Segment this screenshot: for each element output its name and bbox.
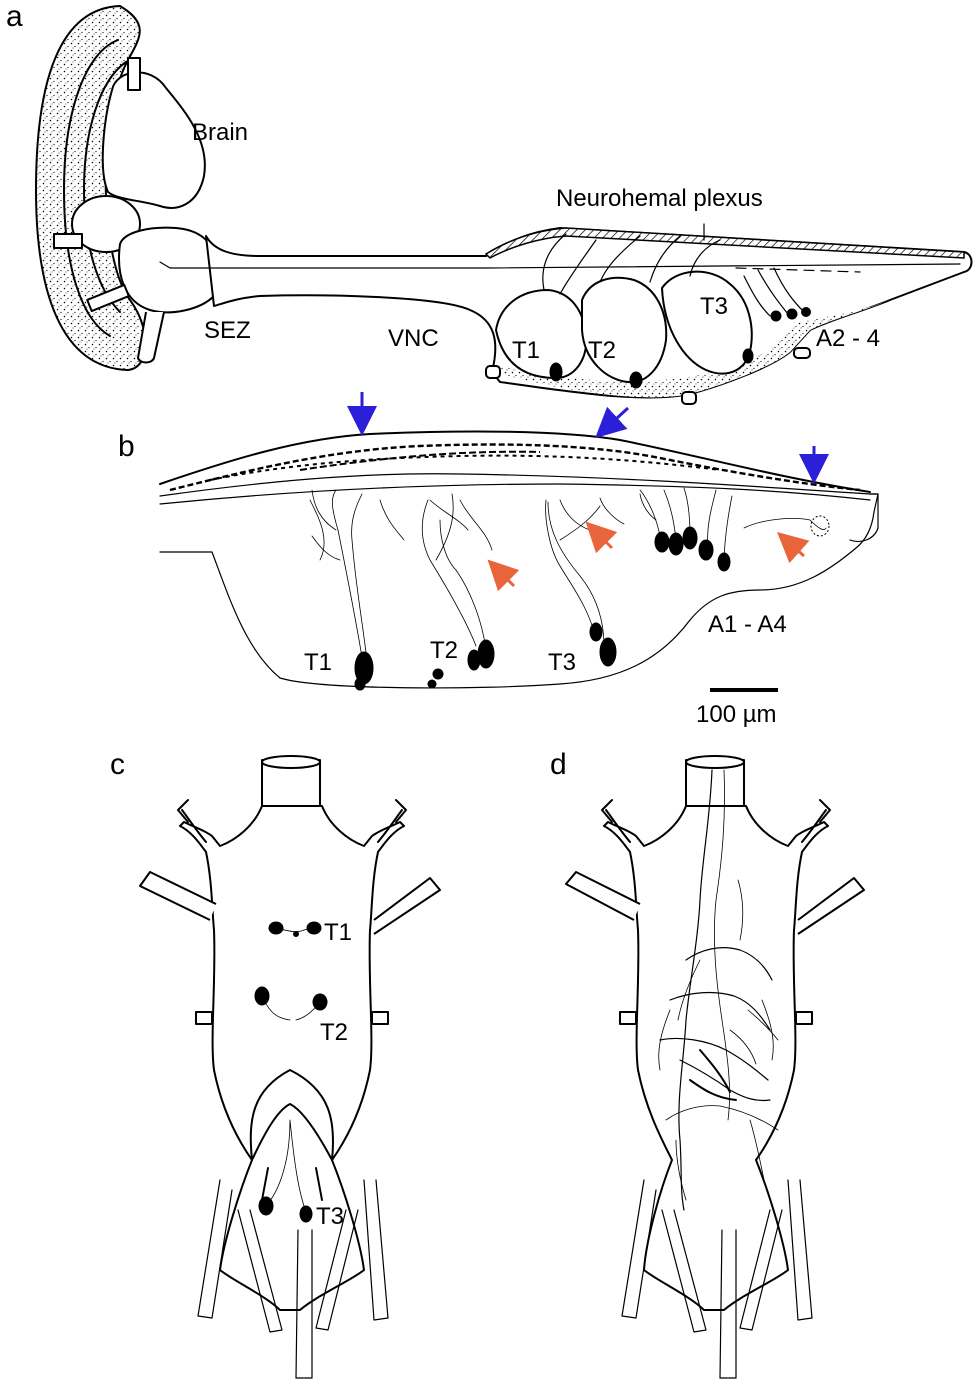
label-a-t1: T1 bbox=[512, 337, 540, 364]
c-ganglion-outline bbox=[180, 806, 404, 1310]
label-c-t2: T2 bbox=[320, 1019, 348, 1046]
scale-bar-label: 100 µm bbox=[696, 701, 777, 728]
label-a2-4: A2 - 4 bbox=[816, 325, 880, 352]
label-sez: SEZ bbox=[204, 317, 251, 344]
orange-arrow-2 bbox=[594, 530, 612, 548]
label-c-t3: T3 bbox=[316, 1203, 344, 1230]
label-a-t2: T2 bbox=[588, 337, 616, 364]
orange-arrow-3 bbox=[786, 540, 804, 556]
b-body-outline bbox=[160, 494, 878, 688]
orange-arrow-1 bbox=[496, 568, 514, 586]
panel-a-letter: a bbox=[6, 0, 23, 33]
label-a1-a4: A1 - A4 bbox=[708, 611, 787, 638]
label-b-t2: T2 bbox=[430, 637, 458, 664]
brain bbox=[103, 72, 205, 208]
panel-b: b bbox=[118, 392, 878, 728]
label-neurohemal-plexus: Neurohemal plexus bbox=[556, 185, 763, 212]
panel-a: a bbox=[6, 0, 972, 404]
sez bbox=[119, 228, 214, 313]
panel-c: c T1 T2 T3 bbox=[110, 748, 440, 1378]
panel-c-letter: c bbox=[110, 748, 125, 781]
d-ganglion-outline bbox=[604, 806, 828, 1310]
label-a-t3: T3 bbox=[700, 293, 728, 320]
label-b-t1: T1 bbox=[304, 649, 332, 676]
label-c-t1: T1 bbox=[324, 919, 352, 946]
panel-b-letter: b bbox=[118, 430, 135, 463]
panel-d: d bbox=[550, 748, 864, 1378]
label-brain: Brain bbox=[192, 119, 248, 146]
label-b-t3: T3 bbox=[548, 649, 576, 676]
label-vnc: VNC bbox=[388, 325, 439, 352]
blue-arrow-2 bbox=[604, 408, 628, 430]
panel-d-letter: d bbox=[550, 748, 567, 781]
